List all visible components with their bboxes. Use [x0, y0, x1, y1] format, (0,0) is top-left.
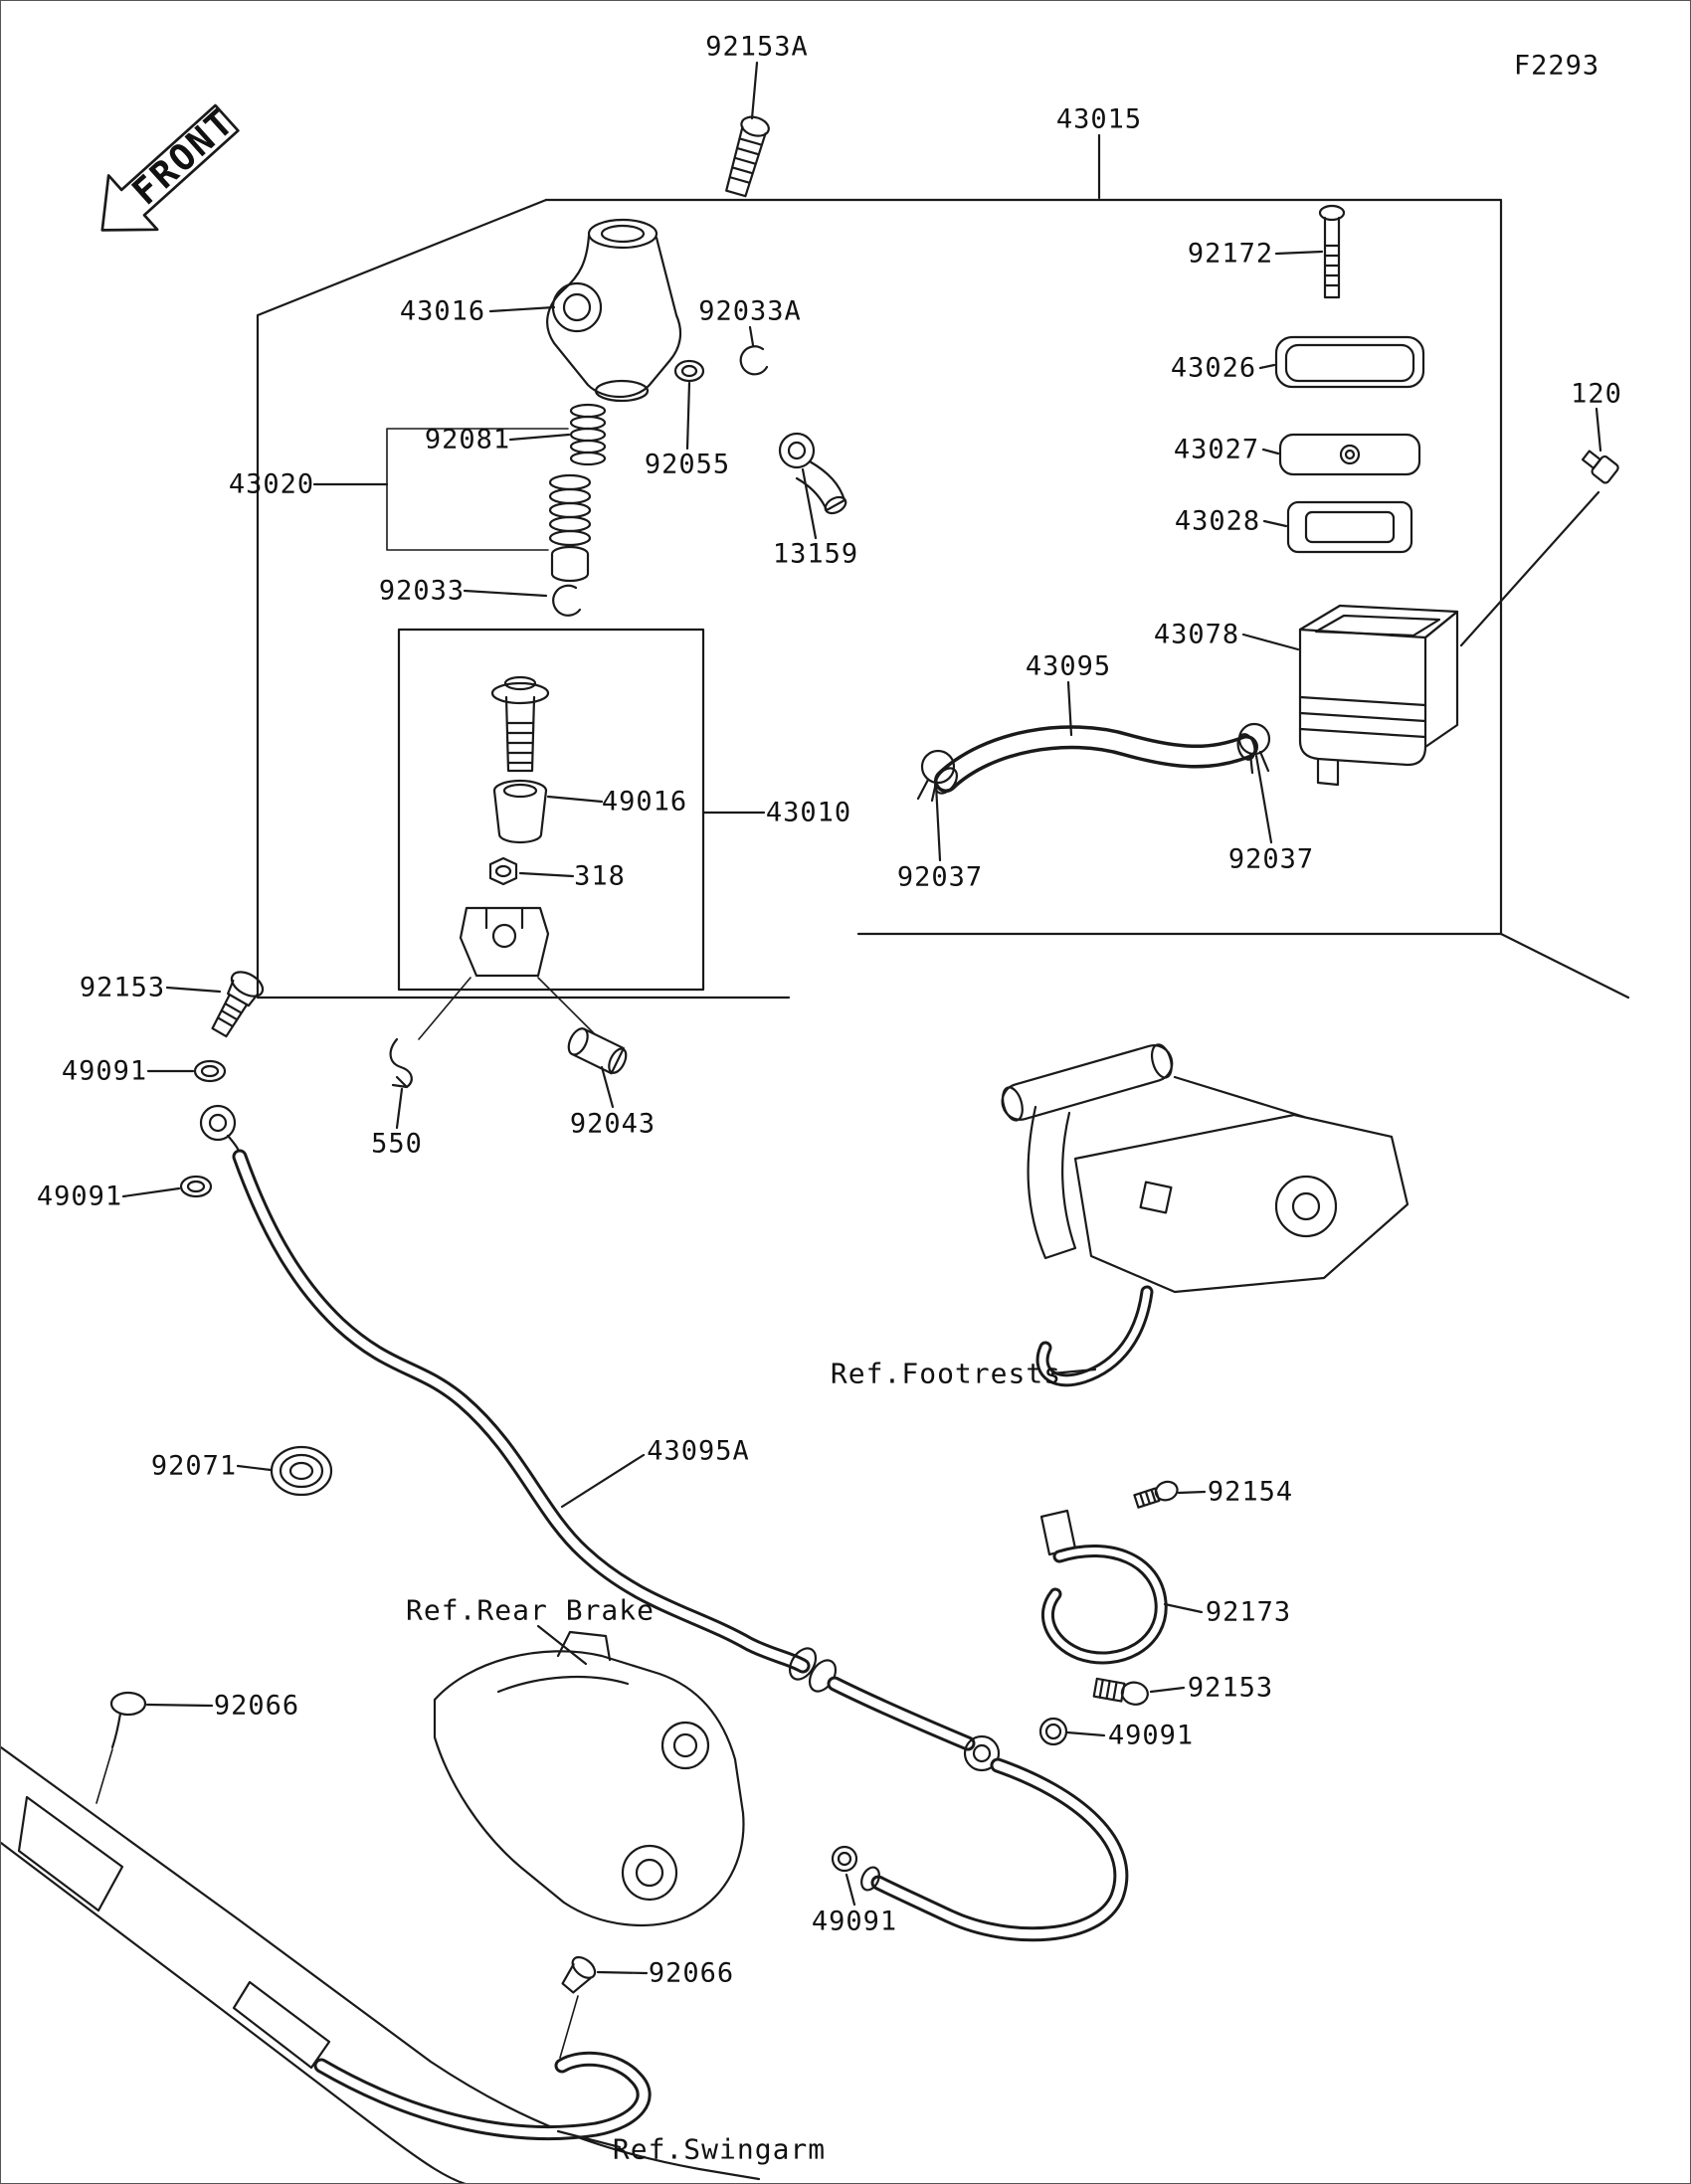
part-label-49091-1: 49091	[61, 1055, 148, 1087]
clamp-bolt-92066-bottom	[559, 1955, 597, 2059]
part-label-43027: 43027	[1173, 434, 1260, 465]
part-label-43015: 43015	[1055, 103, 1143, 135]
bushing-49016	[492, 779, 548, 844]
part-label-13159: 13159	[772, 538, 859, 570]
circlip-92033A	[739, 345, 769, 376]
part-label-92033A: 92033A	[698, 295, 802, 327]
hose-guide-92173	[1039, 1509, 1168, 1665]
hose-clamp-92037-right	[1237, 722, 1271, 775]
reservoir-tank-43078	[1298, 604, 1459, 787]
washer-49091-4	[831, 1845, 858, 1873]
circlip-92033	[552, 584, 582, 617]
part-label-550: 550	[371, 1128, 423, 1160]
part-label-92153-left: 92153	[79, 972, 166, 1003]
pushrod-pin	[490, 675, 550, 773]
part-label-43028: 43028	[1174, 505, 1261, 537]
clevis-joint	[459, 906, 550, 978]
banjo-fitting-left	[199, 1104, 244, 1161]
washer-92055	[673, 359, 705, 383]
part-label-120: 120	[1571, 378, 1622, 410]
elbow-fitting-13159	[778, 432, 847, 515]
pin-92043	[567, 1027, 628, 1075]
part-label-92037-left: 92037	[896, 861, 984, 893]
part-label-49091-2: 49091	[36, 1181, 123, 1212]
caliper-bracket	[433, 1630, 745, 1926]
spring-92081	[569, 403, 607, 466]
nut-318	[488, 856, 518, 886]
bracket-43020	[386, 428, 569, 551]
ref-label-rear-brake: Ref.Rear Brake	[405, 1593, 656, 1627]
part-label-43026: 43026	[1170, 352, 1257, 384]
part-label-92071: 92071	[150, 1450, 238, 1482]
part-label-92043: 92043	[569, 1108, 657, 1140]
screw-120	[1581, 450, 1619, 484]
part-label-92153-bottom: 92153	[1187, 1672, 1274, 1704]
part-label-92037-right: 92037	[1227, 843, 1315, 875]
clip-550	[389, 1037, 413, 1089]
part-label-92154: 92154	[1207, 1476, 1294, 1508]
master-cylinder-body	[546, 218, 682, 403]
part-label-92153A: 92153A	[705, 31, 809, 63]
piston-assembly-43020	[548, 473, 592, 583]
part-label-92055: 92055	[644, 449, 731, 480]
brake-hose-43095A	[232, 1149, 1129, 1942]
part-label-92066-left: 92066	[213, 1690, 300, 1722]
screw-92172	[1318, 204, 1346, 299]
clevis-attach-lines	[418, 977, 595, 1040]
ref-label-footrests: Ref.Footrests	[830, 1357, 1062, 1390]
part-label-92033: 92033	[378, 575, 466, 607]
part-label-43095: 43095	[1025, 650, 1112, 682]
part-label-43078: 43078	[1153, 619, 1240, 650]
part-label-43020: 43020	[228, 468, 315, 500]
washer-49091-1	[193, 1059, 227, 1083]
page-code: F2293	[1513, 50, 1600, 82]
reservoir-cap-43026	[1274, 335, 1425, 389]
part-label-49091-4: 49091	[811, 1906, 898, 1937]
washer-49091-2	[179, 1175, 213, 1198]
part-label-92172: 92172	[1187, 238, 1274, 270]
part-label-49091-3: 49091	[1107, 1720, 1195, 1751]
part-label-318: 318	[574, 860, 626, 892]
footrest-bracket	[1001, 1043, 1409, 1387]
swingarm	[1, 1745, 761, 2183]
plug-92066-left	[95, 1691, 147, 1804]
part-label-92081: 92081	[424, 424, 511, 455]
part-label-92173: 92173	[1205, 1596, 1292, 1628]
part-label-43010: 43010	[765, 797, 852, 828]
bolt-92153A	[725, 115, 770, 198]
front-label: FRONT	[123, 100, 243, 214]
bolt-92154	[1133, 1480, 1179, 1509]
part-label-43016: 43016	[399, 295, 486, 327]
banjo-bolt-92153-left	[211, 971, 265, 1038]
washer-49091-3	[1038, 1717, 1068, 1746]
banjo-bolt-92153-bottom	[1092, 1677, 1149, 1706]
part-label-92066-bottom: 92066	[648, 1957, 735, 1989]
part-label-43095A: 43095A	[647, 1435, 750, 1467]
diaphragm-43028	[1286, 500, 1413, 554]
part-label-49016: 49016	[601, 786, 688, 818]
ref-label-swingarm: Ref.Swingarm	[612, 2132, 827, 2166]
leader-lines	[121, 61, 1602, 2149]
grommet-92071	[270, 1445, 333, 1497]
front-arrow: FRONT	[100, 100, 243, 232]
plate-43027	[1278, 433, 1421, 476]
